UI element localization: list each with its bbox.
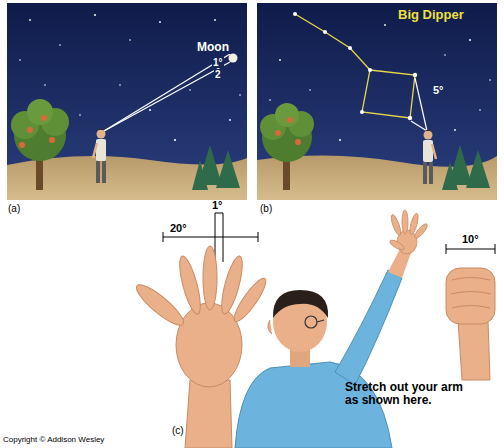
dipper-stars [293, 12, 417, 120]
sight-line [104, 62, 230, 131]
stars [19, 14, 241, 141]
angle-value: 20° [170, 222, 187, 234]
angle-bracket [215, 213, 223, 262]
pine-trees [192, 145, 240, 190]
observer [423, 130, 436, 185]
fist [446, 268, 495, 380]
tree-crown [260, 103, 314, 162]
man [235, 210, 429, 448]
panel-a [7, 3, 247, 200]
observer [93, 129, 106, 184]
sight-line [411, 121, 427, 131]
panel-letter: (c) [172, 425, 184, 436]
sight-line [415, 78, 427, 131]
constellation-name: Big Dipper [398, 8, 464, 22]
instruction-note: Stretch out your arm as shown here. [345, 381, 477, 407]
moon [229, 54, 238, 63]
big-dipper [295, 14, 415, 118]
angle-bracket [446, 244, 495, 254]
angle-value: 1° [212, 199, 223, 211]
panel-letter: (a) [8, 203, 20, 214]
night-sky [7, 3, 247, 200]
panel-b [257, 3, 497, 200]
stars [269, 24, 491, 141]
sight-line [104, 54, 230, 131]
tree-crown [11, 99, 69, 161]
angle-value: 2 [214, 69, 222, 80]
panel-c [132, 210, 495, 448]
pine-trees [442, 145, 490, 190]
copyright-note: Copyright © Addison Wesley [3, 436, 104, 445]
angle-value: 1° [212, 57, 224, 68]
object-name: Moon [196, 41, 230, 54]
panel-letter: (b) [260, 203, 272, 214]
angle-value: 5° [433, 84, 444, 96]
angle-value: 10° [462, 233, 479, 245]
night-sky [257, 3, 497, 200]
